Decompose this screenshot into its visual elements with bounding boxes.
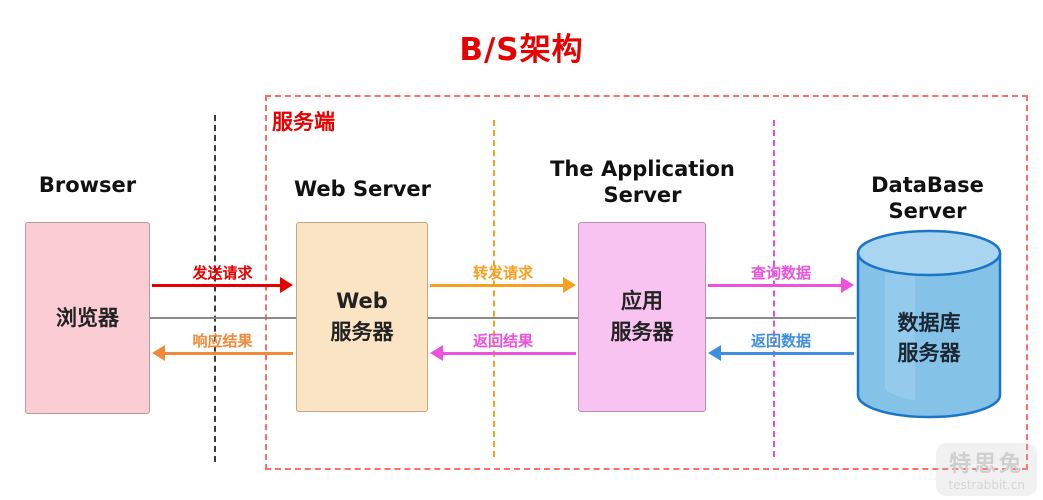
web-server-node-text-line1: Web xyxy=(336,289,388,313)
browser-node: 浏览器 xyxy=(25,222,150,414)
web-server-node: Web 服务器 xyxy=(296,222,428,412)
arrow-return-data-label: 返回数据 xyxy=(750,332,811,350)
app-server-title: The Application Server xyxy=(545,156,740,208)
arrow-forward-request: 转发请求 xyxy=(430,262,576,296)
arrow-right-icon xyxy=(841,277,854,293)
web-server-title: Web Server xyxy=(293,177,431,201)
diagram-title: B/S架构 xyxy=(459,32,584,68)
arrow-left-icon xyxy=(152,345,165,361)
arrow-right-icon xyxy=(563,277,576,293)
arrow-send-request: 发送请求 xyxy=(152,262,293,296)
db-server-node-text: 数据库 服务器 xyxy=(855,228,1003,420)
app-server-node-text-line1: 应用 xyxy=(621,289,663,313)
web-server-node-text-line2: 服务器 xyxy=(330,320,394,344)
divider-web-app xyxy=(493,120,495,457)
divider-browser-web xyxy=(214,115,216,462)
arrow-return-data-line xyxy=(718,352,854,355)
server-zone-label: 服务端 xyxy=(272,110,335,134)
arrow-send-request-line xyxy=(152,284,283,287)
arrow-response-result-line xyxy=(162,352,293,355)
app-server-node-text-line2: 服务器 xyxy=(610,320,674,344)
watermark-site: testrabbit.cn xyxy=(948,478,1025,492)
arrow-forward-request-label: 转发请求 xyxy=(472,264,533,282)
arrow-response-result: 响应结果 xyxy=(152,330,293,364)
arrow-left-icon xyxy=(708,345,721,361)
watermark: 特思兔 testrabbit.cn xyxy=(936,443,1037,496)
arrow-return-result: 返回结果 xyxy=(430,330,576,364)
app-server-title-line1: The Application xyxy=(550,157,735,181)
app-server-node: 应用 服务器 xyxy=(578,222,706,412)
arrow-query-data-label: 查询数据 xyxy=(750,264,811,282)
browser-title: Browser xyxy=(38,173,137,197)
arrow-forward-request-line xyxy=(430,284,566,287)
connector-app-db xyxy=(706,317,856,319)
arrow-query-data-line xyxy=(708,284,844,287)
db-server-node-text-line2: 服务器 xyxy=(897,341,961,365)
arrow-response-result-label: 响应结果 xyxy=(192,332,253,350)
db-server-node: 数据库 服务器 xyxy=(855,228,1003,420)
arrow-send-request-label: 发送请求 xyxy=(192,264,253,282)
db-server-node-text-line1: 数据库 xyxy=(897,311,961,335)
connector-browser-web xyxy=(150,317,296,319)
arrow-return-result-line xyxy=(440,352,576,355)
browser-node-text: 浏览器 xyxy=(56,305,119,330)
app-server-title-line2: Server xyxy=(603,183,682,207)
arrow-return-result-label: 返回结果 xyxy=(472,332,533,350)
watermark-name: 特思兔 xyxy=(949,452,1025,477)
arrow-query-data: 查询数据 xyxy=(708,262,854,296)
arrow-right-icon xyxy=(280,277,293,293)
db-server-title: DataBase Server xyxy=(871,173,984,223)
server-zone-border xyxy=(265,95,1028,470)
divider-app-db xyxy=(773,120,775,457)
connector-web-app xyxy=(428,317,578,319)
arrow-return-data: 返回数据 xyxy=(708,330,854,364)
arrow-left-icon xyxy=(430,345,443,361)
database-cylinder-icon xyxy=(856,229,1002,419)
